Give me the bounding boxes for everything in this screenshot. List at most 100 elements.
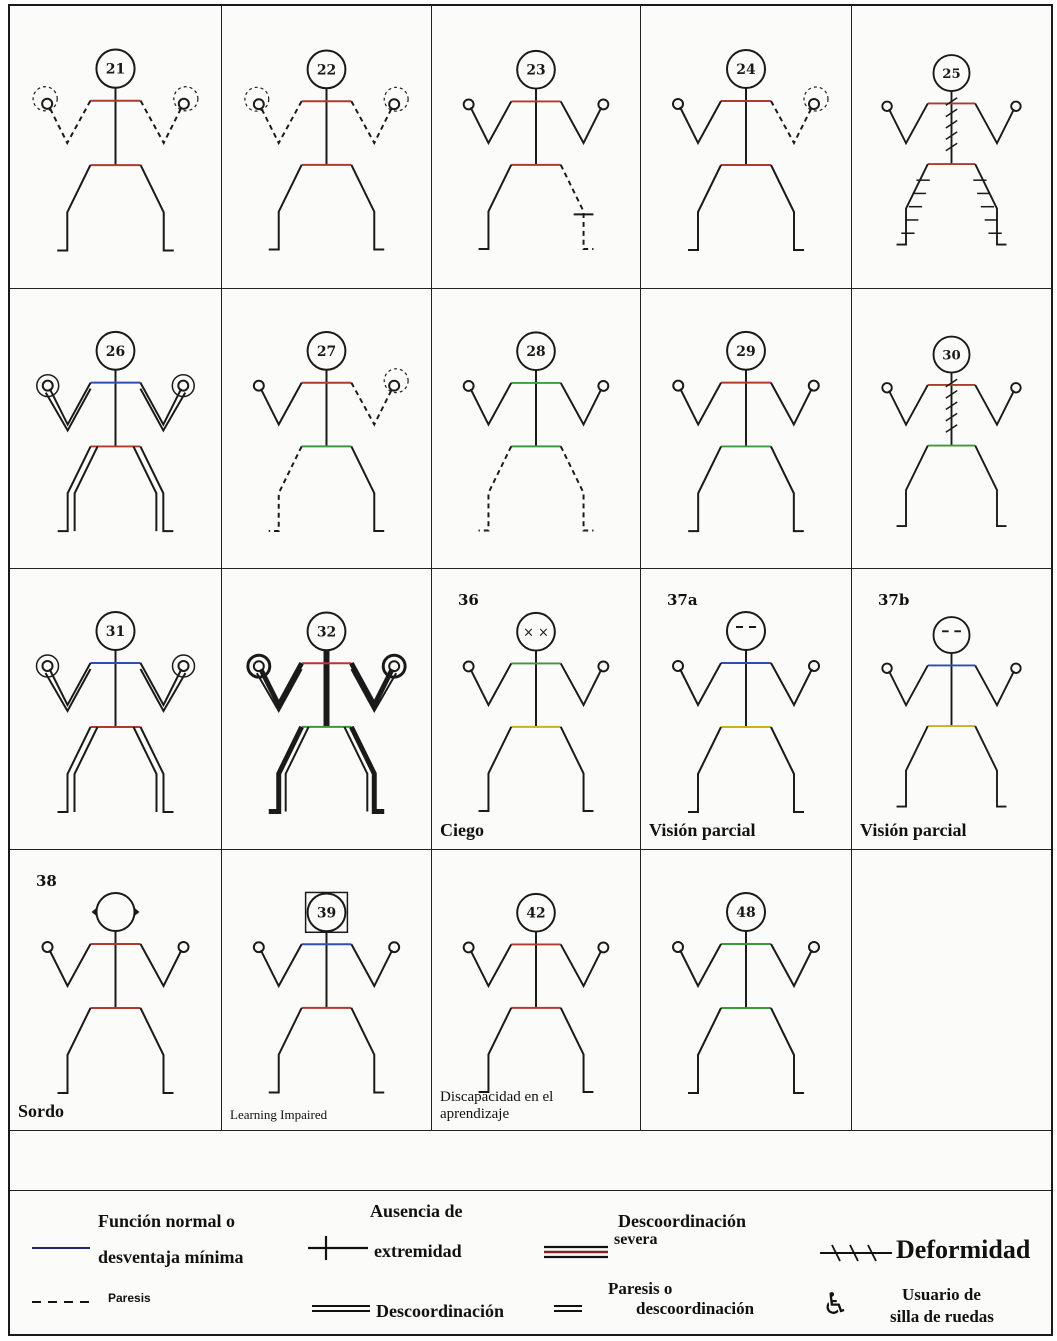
stick-figure: × × [432, 569, 640, 849]
figure-cell: 27 [222, 289, 432, 569]
legend-deformity: Deformidad [896, 1235, 1030, 1265]
figure-cell: 38Sordo [10, 850, 222, 1131]
stick-figure: 30 [852, 289, 1051, 568]
right-arm [561, 383, 602, 425]
right-leg [771, 165, 804, 250]
legend-paresis: Paresis [108, 1291, 151, 1305]
figure-caption: Sordo [18, 1102, 64, 1122]
figure-number: 32 [317, 624, 336, 640]
hand-icon [389, 942, 399, 952]
stick-figure: 42 [432, 850, 640, 1130]
left-leg [688, 165, 721, 250]
head-icon [727, 612, 765, 650]
hand-icon [464, 99, 474, 109]
solid-line-icon [32, 1245, 92, 1251]
left-arm [889, 385, 928, 425]
ear-icon [134, 907, 140, 916]
absence-line-icon [306, 1233, 370, 1263]
hand-ring-icon [248, 655, 270, 677]
hand-icon [1011, 102, 1020, 111]
figure-cell: 37bVisión parcial [852, 569, 1051, 850]
stick-figure: 26 [10, 289, 221, 568]
figure-number: 24 [736, 62, 756, 78]
legend: Función normal o desventaja mínima Pares… [10, 1191, 1051, 1334]
wheelchair-icon: ♿ [822, 1287, 849, 1322]
left-leg [269, 1008, 302, 1093]
right-leg [975, 726, 1006, 807]
leg-outline [133, 446, 156, 531]
left-arm [889, 665, 928, 705]
right-arm [140, 383, 181, 425]
hand-icon [464, 661, 474, 671]
legend-normal-line1: Función normal o [98, 1211, 235, 1232]
right-leg [771, 1008, 804, 1093]
left-arm [680, 383, 721, 425]
right-arm [561, 663, 602, 705]
left-leg [479, 1008, 512, 1092]
legend-severe-line2: severa [614, 1231, 658, 1249]
figure-caption: Learning Impaired [230, 1108, 327, 1122]
right-arm [975, 665, 1014, 705]
stick-figure: 23 [432, 6, 640, 288]
figure-cell: 32 [222, 569, 432, 850]
right-leg [975, 446, 1006, 527]
hand-icon [464, 381, 474, 391]
stick-figure: 28 [432, 289, 640, 568]
hand-ring-icon [383, 655, 405, 677]
right-arm [975, 385, 1014, 425]
figure-number: 29 [736, 344, 755, 360]
right-arm [771, 101, 812, 143]
dashed-line-icon [32, 1299, 92, 1305]
figure-cell: 29 [641, 289, 852, 569]
left-arm [471, 663, 512, 705]
hand-icon [179, 661, 189, 671]
legend-absence-line1: Ausencia de [370, 1201, 463, 1222]
hand-icon [673, 942, 683, 952]
hand-icon [673, 381, 683, 391]
stick-figure: 29 [641, 289, 851, 568]
figure-cell: 23 [432, 6, 641, 289]
right-arm [771, 383, 812, 425]
hand-icon [254, 381, 264, 391]
hand-icon [598, 661, 608, 671]
left-arm [261, 383, 302, 425]
figure-number: 25 [942, 67, 960, 82]
figure-cell: 21 [10, 6, 222, 289]
hand-icon [42, 99, 52, 109]
hand-icon [673, 99, 683, 109]
leg-outline [134, 727, 157, 812]
right-leg [561, 1008, 594, 1092]
hand-icon [179, 942, 189, 952]
left-leg [269, 165, 302, 250]
left-leg [688, 446, 721, 531]
left-arm [471, 383, 512, 425]
hand-icon [1011, 383, 1020, 392]
triple-line-icon [544, 1245, 610, 1261]
right-leg [351, 165, 384, 250]
legend-absence-line2: extremidad [374, 1241, 462, 1262]
right-leg [561, 727, 594, 811]
left-leg [269, 446, 302, 531]
figure-caption: Ciego [440, 821, 484, 841]
hand-icon [809, 942, 819, 952]
left-leg [479, 165, 512, 249]
hand-icon [809, 661, 819, 671]
right-arm [561, 944, 602, 986]
figure-number: 27 [317, 344, 336, 360]
stick-figure [10, 850, 221, 1130]
left-leg [58, 1008, 91, 1093]
right-leg [351, 1008, 384, 1093]
right-leg [561, 165, 594, 249]
double-line-icon [312, 1303, 372, 1313]
hand-icon [179, 99, 189, 109]
hand-icon [464, 942, 474, 952]
legend-incoordination: Descoordinación [376, 1301, 504, 1322]
left-leg [688, 727, 721, 812]
right-arm [771, 944, 812, 986]
figure-cell: 48 [641, 850, 852, 1131]
hand-icon [882, 102, 891, 111]
figure-tag: 36 [458, 591, 479, 609]
hand-icon [389, 661, 399, 671]
figure-number: 30 [942, 348, 960, 363]
